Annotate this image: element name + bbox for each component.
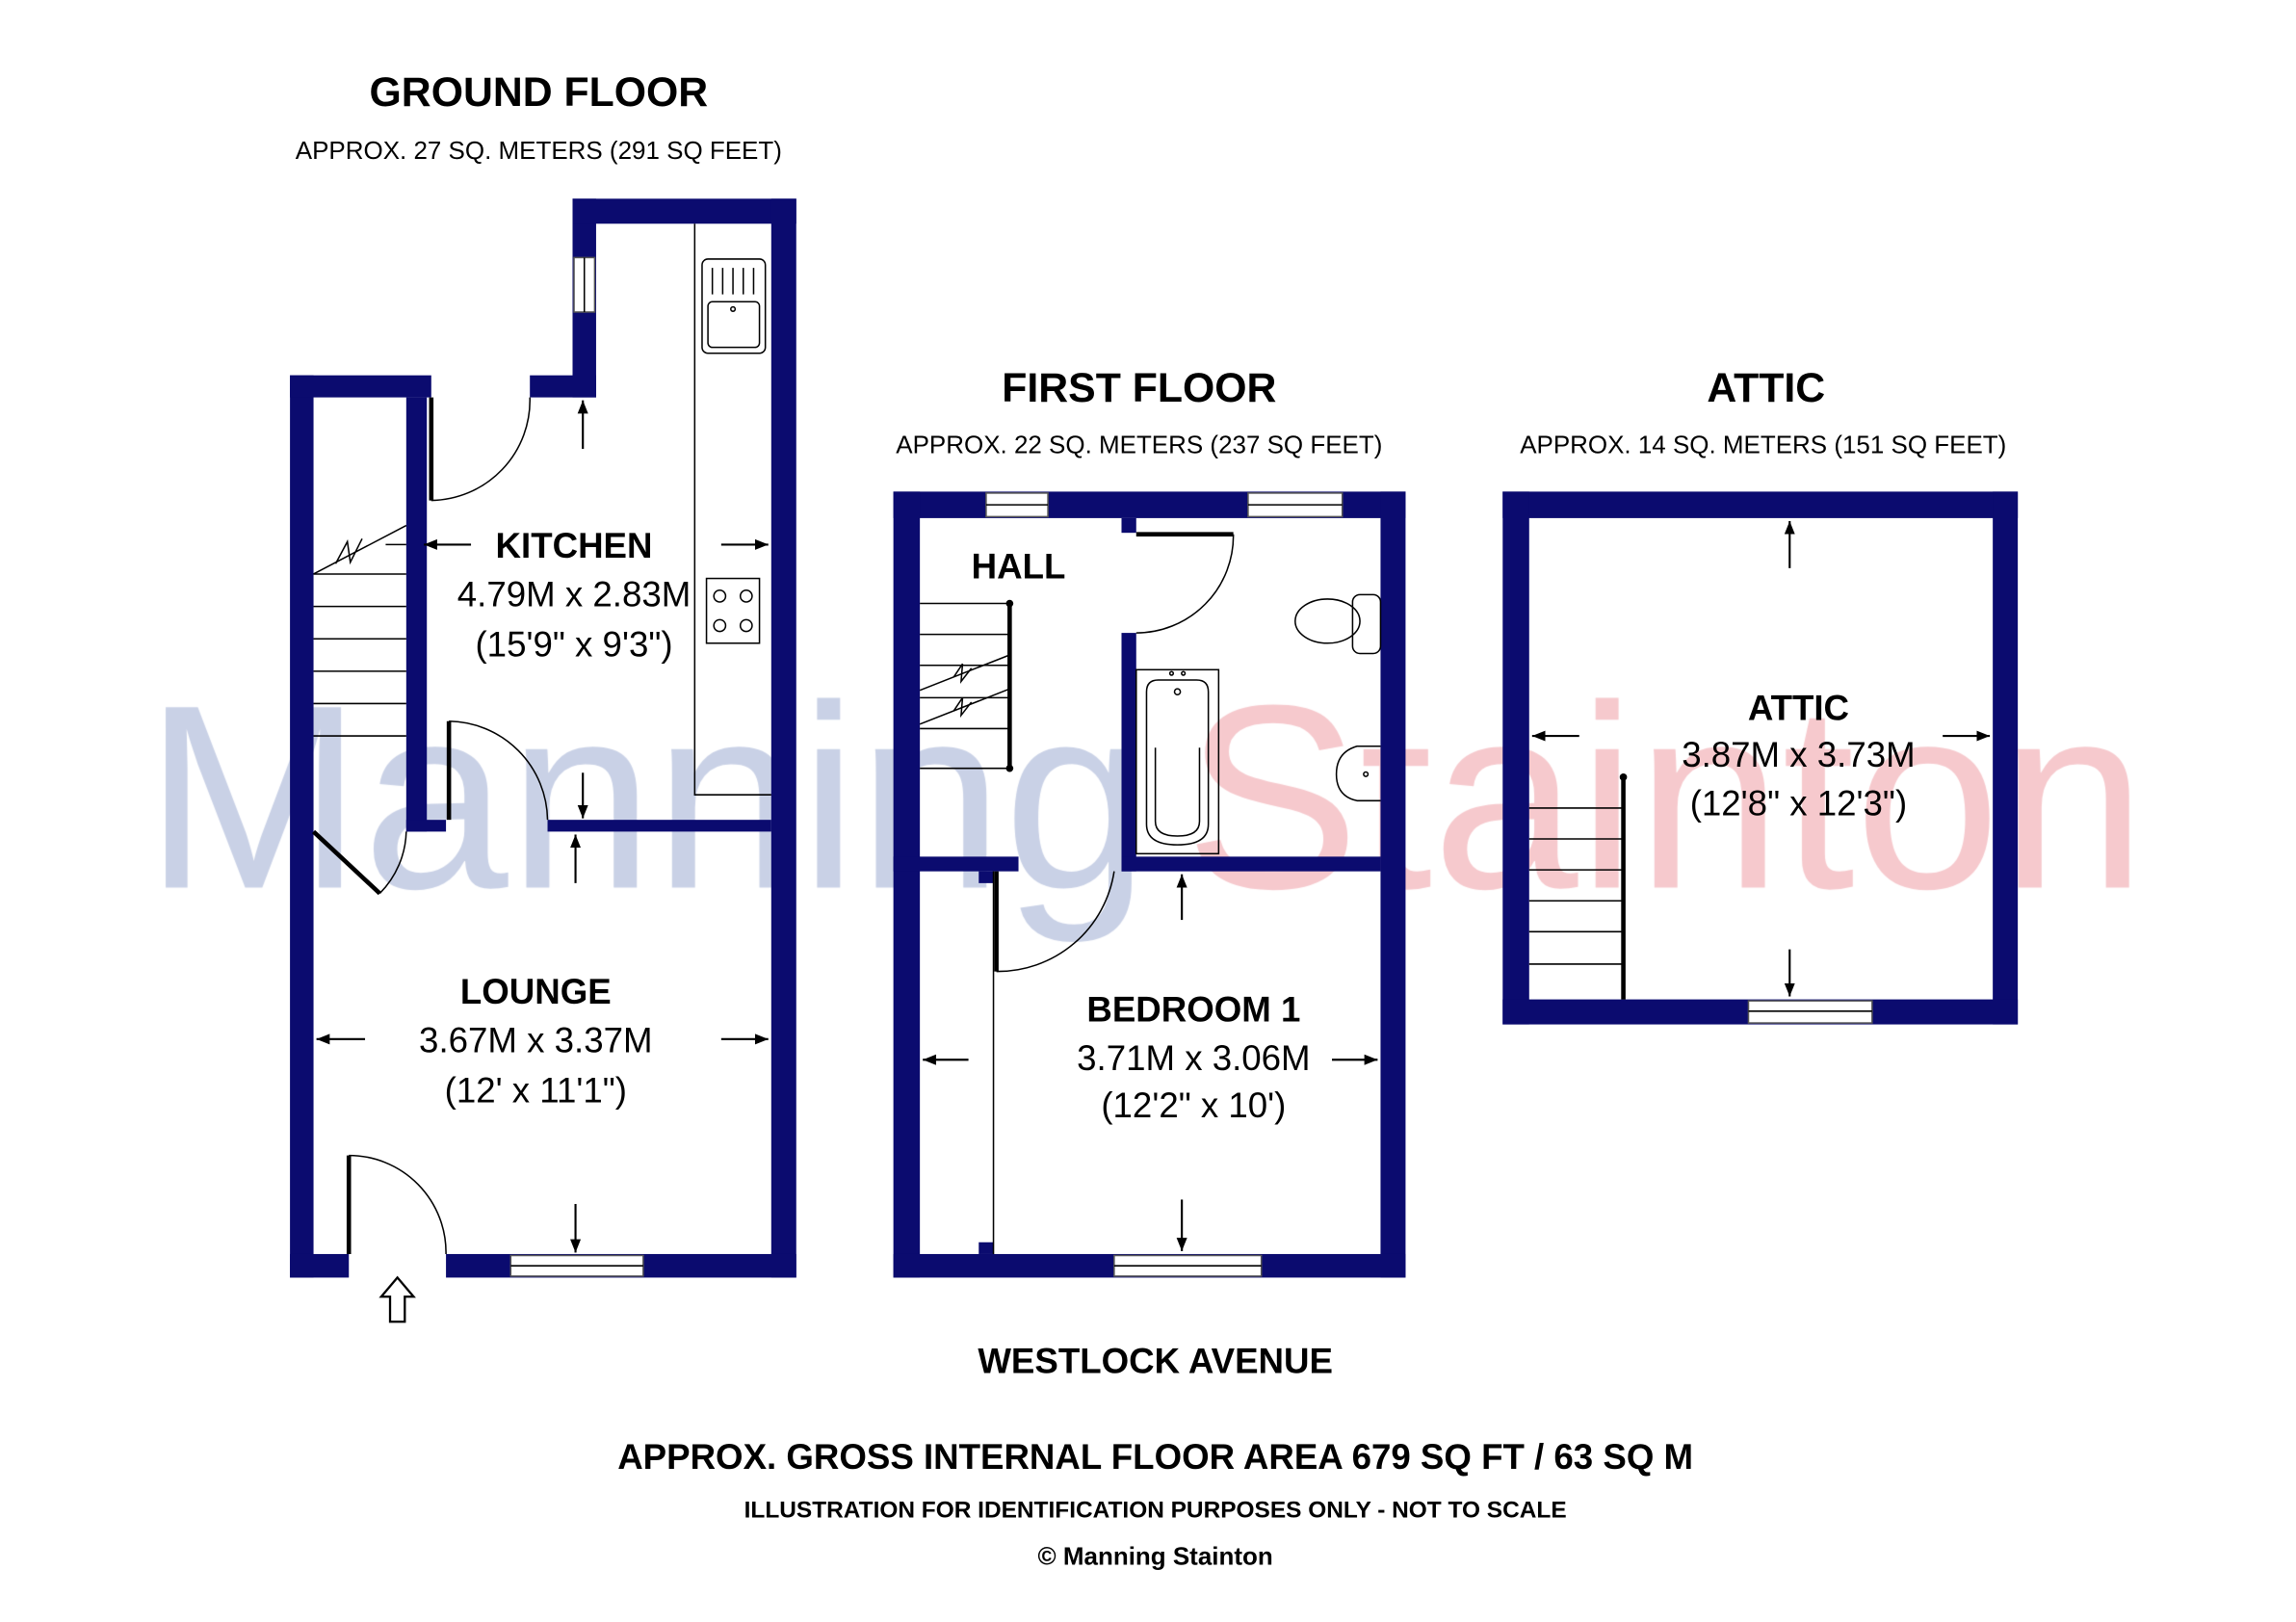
disclaimer: ILLUSTRATION FOR IDENTIFICATION PURPOSES… xyxy=(744,1498,1567,1524)
room-hall-name: HALL xyxy=(972,547,1066,587)
ground-floor-plan: KITCHEN 4.79M x 2.83M (15'9" x 9'3") LOU… xyxy=(290,198,796,1323)
attic-plan: ATTIC 3.87M x 3.73M (12'8" x 12'3") xyxy=(1502,491,2019,1025)
door xyxy=(311,829,407,896)
room-name: BEDROOM 1 xyxy=(1086,990,1300,1030)
ground-floor-title: GROUND FLOOR xyxy=(370,69,709,116)
walls xyxy=(290,198,796,1278)
room-size-metric: 3.71M x 3.06M xyxy=(1077,1038,1310,1078)
hob-icon xyxy=(705,577,761,644)
first-floor-title: FIRST FLOOR xyxy=(1002,365,1276,411)
walls xyxy=(893,491,1406,1278)
room-size-imperial: (12'2" x 10') xyxy=(1101,1086,1286,1125)
room-size-metric: 3.67M x 3.37M xyxy=(419,1021,652,1060)
gross-area: APPROX. GROSS INTERNAL FLOOR AREA 679 SQ… xyxy=(617,1437,1693,1477)
room-attic: ATTIC 3.87M x 3.73M (12'8" x 12'3") xyxy=(1682,688,1915,823)
window xyxy=(985,492,1049,518)
first-floor-plan: HALL BEDROOM 1 3.71M x 3.06M (12'2" x 10… xyxy=(893,491,1406,1278)
first-floor-area: APPROX. 22 SQ. METERS (237 SQ FEET) xyxy=(896,431,1382,459)
kitchen-worktop xyxy=(693,223,771,796)
attic-title: ATTIC xyxy=(1707,365,1825,411)
room-size-metric: 3.87M x 3.73M xyxy=(1682,735,1915,774)
toilet-icon xyxy=(1294,593,1382,655)
room-name: KITCHEN xyxy=(496,526,653,565)
window xyxy=(1747,1000,1873,1024)
bath-icon xyxy=(1135,668,1220,855)
staircase xyxy=(313,524,407,737)
door xyxy=(446,720,549,821)
window xyxy=(1113,1254,1263,1277)
room-size-metric: 4.79M x 2.83M xyxy=(457,575,691,615)
basin-icon xyxy=(1335,745,1381,802)
room-kitchen: KITCHEN 4.79M x 2.83M (15'9" x 9'3") xyxy=(457,526,691,664)
attic-area: APPROX. 14 SQ. METERS (151 SQ FEET) xyxy=(1520,431,2006,459)
window xyxy=(509,1254,644,1277)
door xyxy=(994,871,1115,973)
dimension-arrows xyxy=(923,874,1378,1251)
door xyxy=(429,397,531,502)
ground-floor-area: APPROX. 27 SQ. METERS (291 SQ FEET) xyxy=(296,136,782,165)
staircase xyxy=(1528,773,1628,1000)
dimension-arrows xyxy=(316,400,769,1253)
front-door xyxy=(346,1154,447,1254)
room-name: ATTIC xyxy=(1748,688,1849,727)
room-size-imperial: (15'9" x 9'3") xyxy=(475,625,672,665)
entrance-arrow-icon xyxy=(378,1275,416,1323)
dimension-arrows xyxy=(1531,520,1991,997)
room-bedroom-1: BEDROOM 1 3.71M x 3.06M (12'2" x 10') xyxy=(1077,990,1310,1125)
room-lounge: LOUNGE 3.67M x 3.37M (12' x 11'1") xyxy=(419,972,652,1110)
window xyxy=(573,256,596,313)
street-name: WESTLOCK AVENUE xyxy=(978,1342,1333,1381)
door xyxy=(1135,532,1235,634)
staircase xyxy=(919,599,1014,772)
room-size-imperial: (12' x 11'1") xyxy=(445,1071,627,1111)
room-size-imperial: (12'8" x 12'3") xyxy=(1690,784,1907,824)
room-name: LOUNGE xyxy=(460,972,612,1011)
window xyxy=(1247,492,1344,518)
copyright: © Manning Stainton xyxy=(1038,1541,1273,1570)
sink-icon xyxy=(701,258,767,354)
